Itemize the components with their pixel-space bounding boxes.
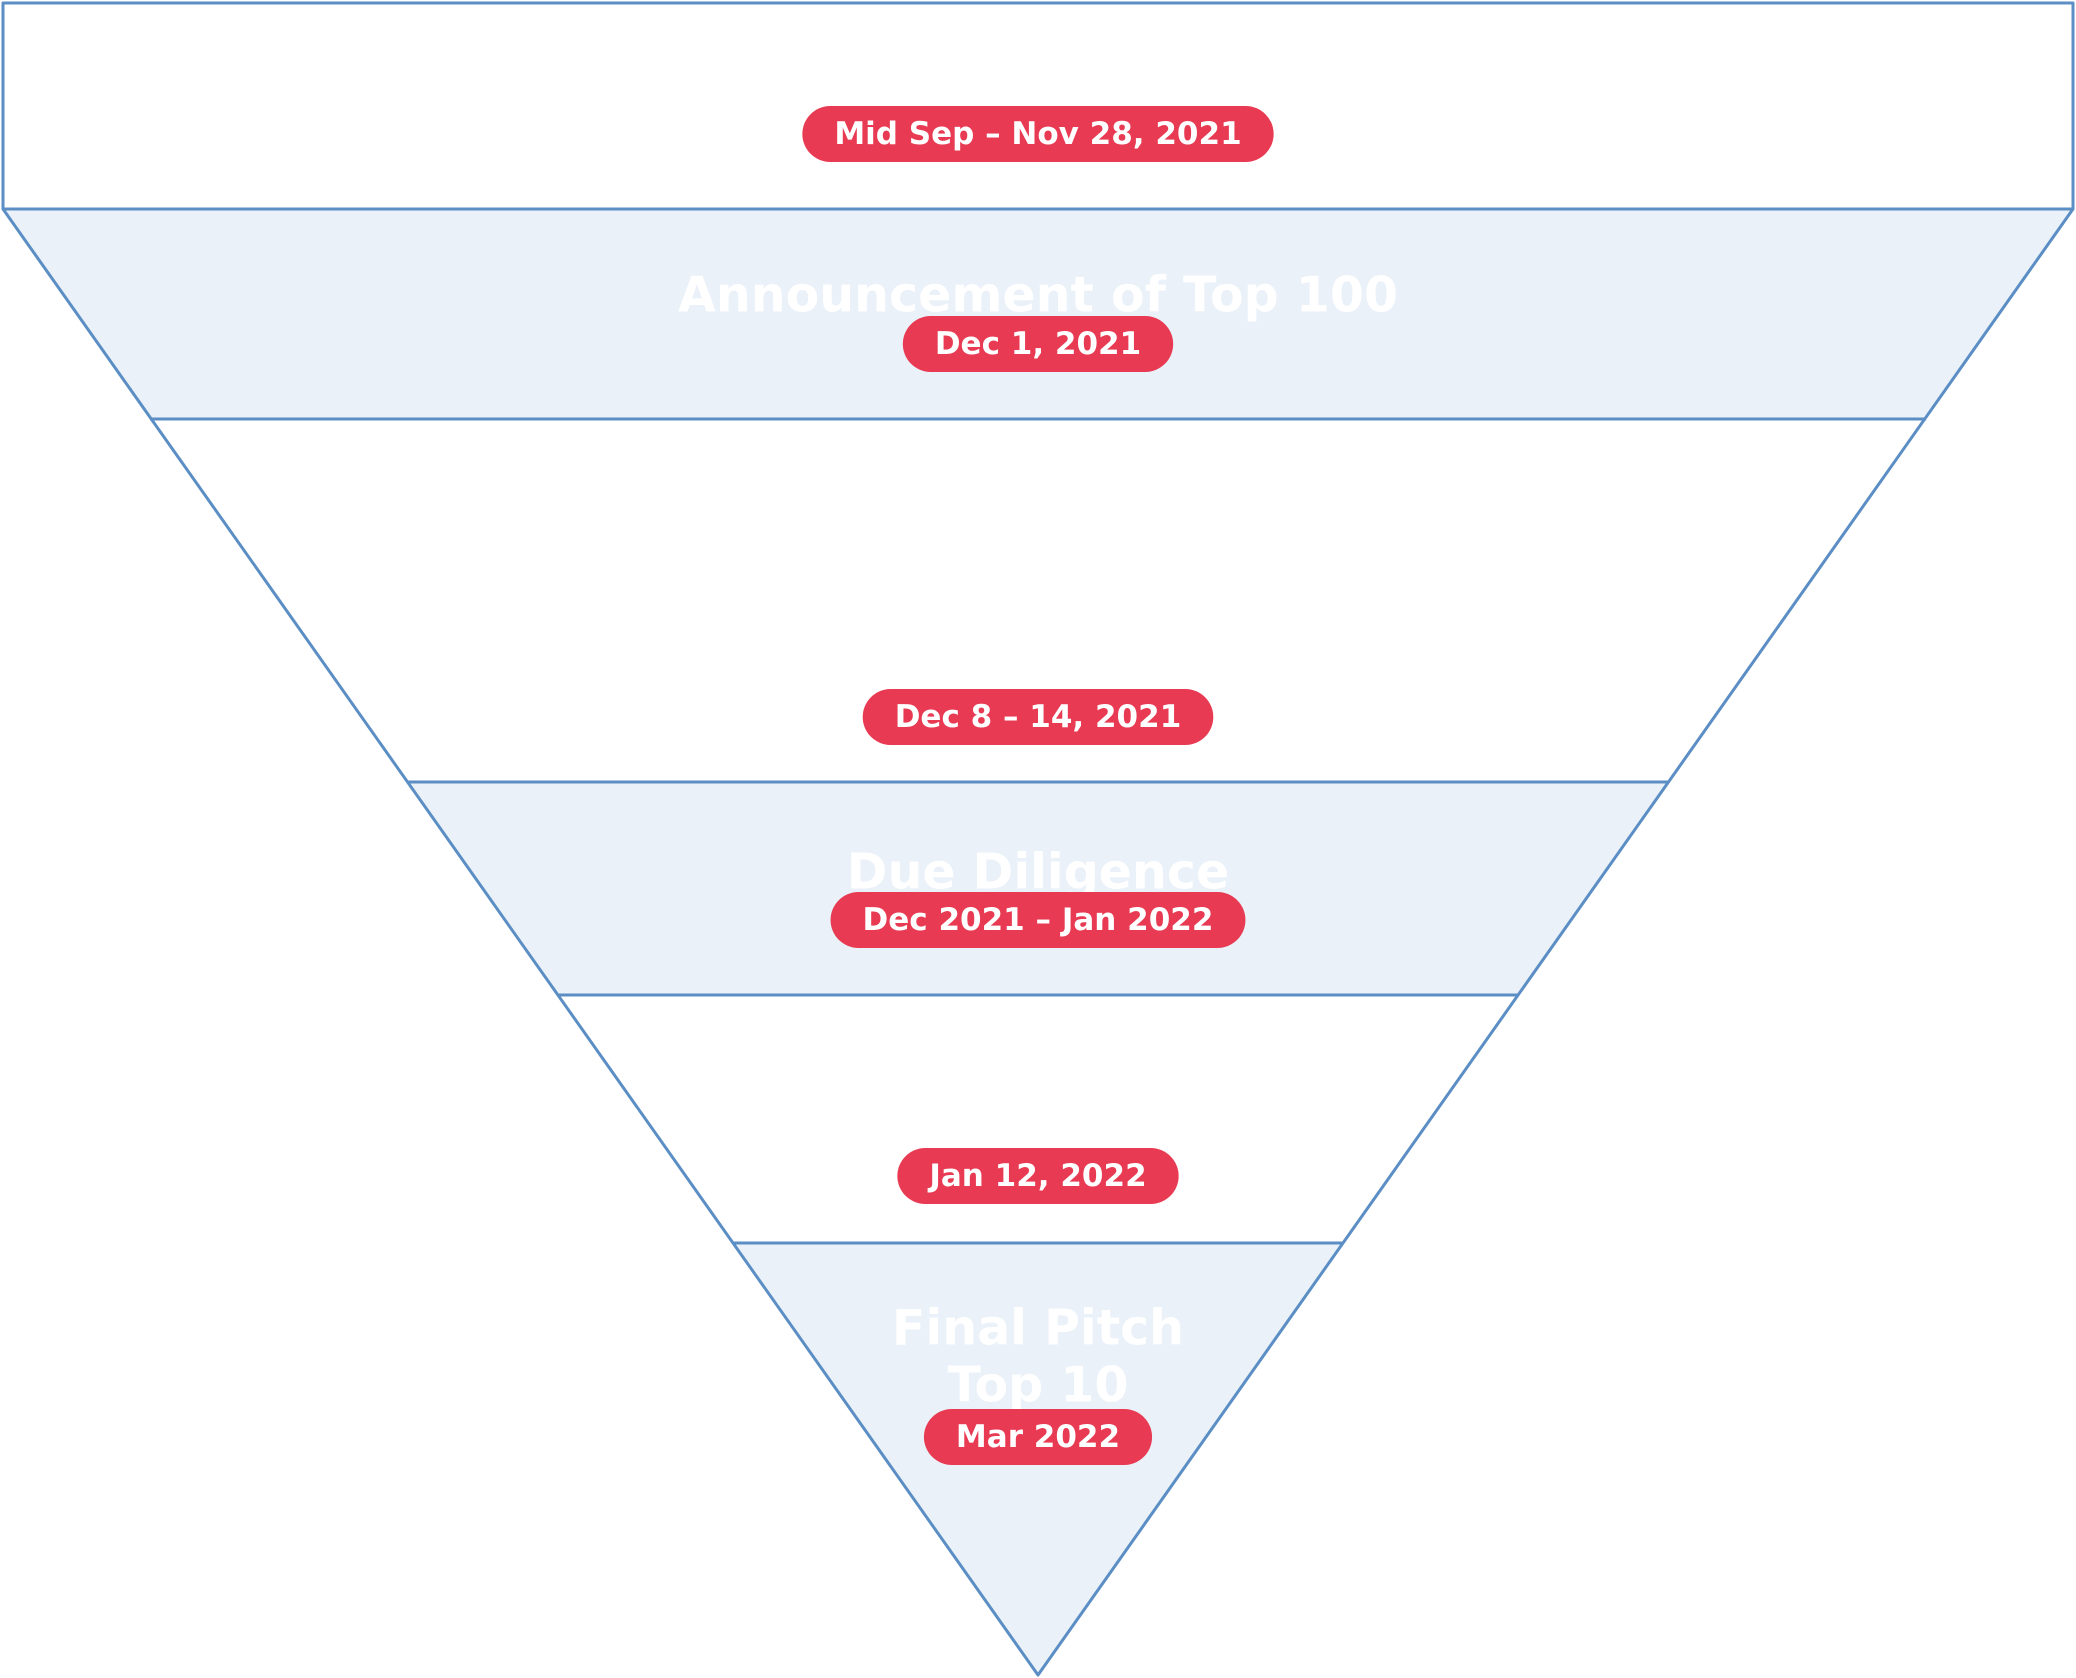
stage-4-date-pill (830, 892, 1246, 948)
stage-3: Dec 8 – 14, 2021 (862, 689, 1214, 745)
stage-1: Mid Sep – Nov 28, 2021 (802, 106, 1274, 162)
stage-3-band (150, 419, 1926, 782)
stage-5-date-pill (897, 1148, 1179, 1204)
stage-1-date-pill (802, 106, 1274, 162)
funnel-outline (1, 208, 2075, 1677)
stage-5: Jan 12, 2022 (897, 1148, 1179, 1204)
stage-2-band (3, 209, 2073, 419)
stage-6-date: Mar 2022 (956, 1419, 1120, 1455)
stage-1-date: Mid Sep – Nov 28, 2021 (834, 116, 1241, 152)
stage-3-date-pill (862, 689, 1214, 745)
stage-2: Announcement of Top 100 Dec 1, 2021 (678, 267, 1398, 372)
stage-4: Due Diligence Dec 2021 – Jan 2022 (830, 844, 1246, 948)
stage-2-title: Announcement of Top 100 (678, 267, 1398, 324)
stage-5-band (558, 995, 1518, 1243)
stage-2-date: Dec 1, 2021 (935, 326, 1141, 362)
stage-6: Final Pitch Top 10 Mar 2022 (892, 1300, 1184, 1465)
stage-4-band (407, 782, 1669, 995)
stage-6-title-line-1: Final Pitch (892, 1300, 1184, 1357)
stage-6-date-pill (923, 1409, 1153, 1465)
stage-4-title: Due Diligence (847, 844, 1229, 901)
stage-4-date: Dec 2021 – Jan 2022 (863, 902, 1214, 938)
stage-2-date-pill (902, 316, 1174, 372)
stage-3-date: Dec 8 – 14, 2021 (895, 699, 1182, 735)
stage-6-title-line-2: Top 10 (948, 1357, 1129, 1414)
stage-5-date: Jan 12, 2022 (927, 1158, 1146, 1194)
